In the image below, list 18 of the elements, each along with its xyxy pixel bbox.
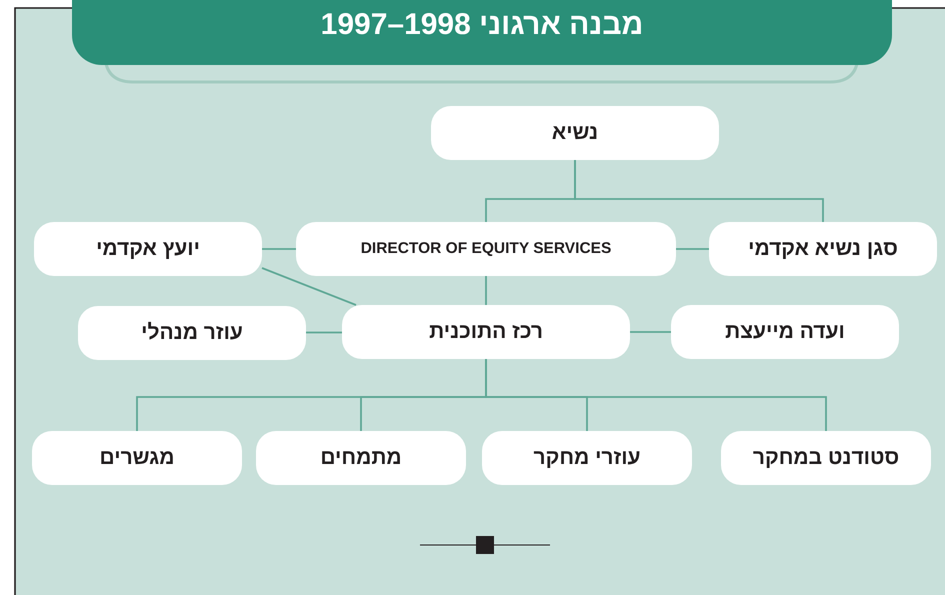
connector-line bbox=[485, 276, 487, 305]
org-box: יועץ אקדמי bbox=[34, 222, 262, 276]
connector-line bbox=[306, 332, 342, 334]
org-box: מתמחים bbox=[256, 431, 466, 485]
connector-line bbox=[262, 267, 356, 306]
org-box: נשיא bbox=[431, 106, 719, 160]
org-box: עוזרי מחקר bbox=[482, 431, 692, 485]
org-box: DIRECTOR OF EQUITY SERVICES bbox=[296, 222, 676, 276]
connector-line bbox=[485, 160, 576, 222]
org-box: ועדה מייעצת bbox=[671, 305, 899, 359]
org-box: רכז התוכנית bbox=[342, 305, 630, 359]
org-box: מגשרים bbox=[32, 431, 242, 485]
connector-line bbox=[630, 331, 671, 333]
org-box: סגן נשיא אקדמי bbox=[709, 222, 937, 276]
connector-line bbox=[676, 248, 709, 250]
org-box: עוזר מנהלי bbox=[78, 306, 306, 360]
org-box: סטודנט במחקר bbox=[721, 431, 931, 485]
connector-line bbox=[262, 248, 296, 250]
